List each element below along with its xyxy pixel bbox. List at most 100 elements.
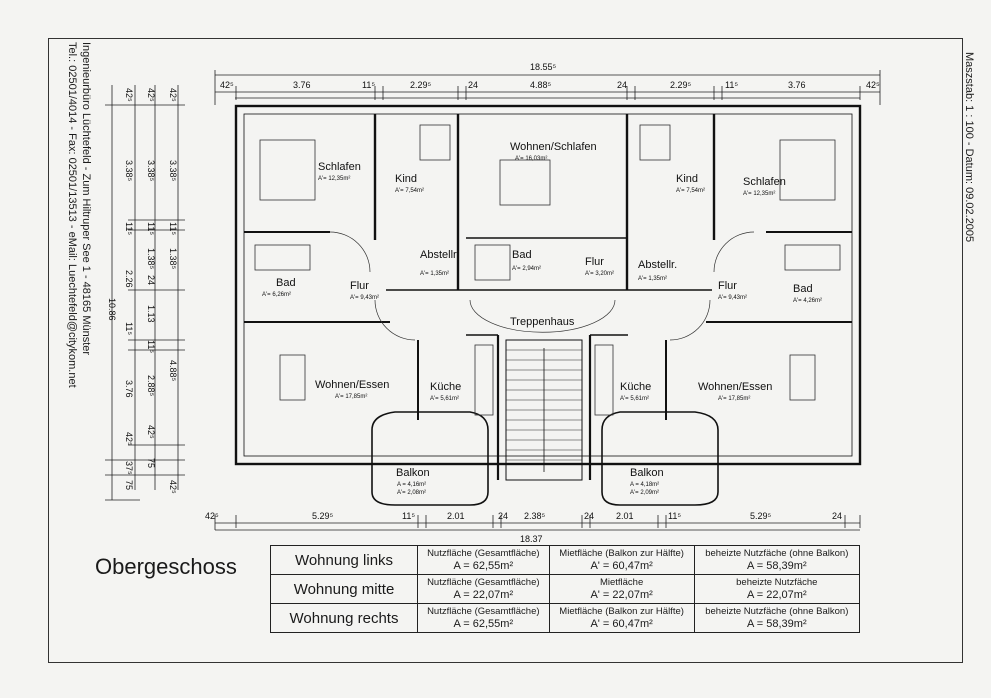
usable-area-cell: Nutzfläche (Gesamtfläche)A = 62,55m² bbox=[417, 603, 550, 633]
dim-left-a-3: 11⁵ bbox=[124, 222, 134, 235]
room-area: A'= 12,35m² bbox=[743, 191, 775, 197]
rental-area-cell: Mietfläche (Balkon zur Hälfte)A' = 60,47… bbox=[548, 603, 695, 633]
dim-left-c-6: 42⁵ bbox=[168, 480, 178, 494]
dim-left-b-6: 1.13 bbox=[146, 305, 156, 323]
cell-value: A = 22,07m² bbox=[453, 589, 514, 601]
dim-left-b-9: 42⁵ bbox=[146, 425, 156, 439]
dim-left-a-2: 3.38⁵ bbox=[124, 160, 134, 182]
room-area: A'= 6,26m² bbox=[262, 292, 291, 298]
dim-top-10: 3.76 bbox=[788, 80, 806, 90]
dim-left-c-2: 3.38⁵ bbox=[168, 160, 178, 182]
room-name: Kind bbox=[676, 173, 698, 185]
building-walls bbox=[234, 104, 862, 481]
row-label: Wohnung links bbox=[270, 545, 418, 575]
room-name: Treppenhaus bbox=[510, 316, 575, 328]
room-name: Flur bbox=[718, 280, 737, 292]
dim-top-4: 2.29⁵ bbox=[410, 80, 432, 90]
room-name: Bad bbox=[512, 249, 532, 261]
table-row: Wohnung rechts Nutzfläche (Gesamtfläche)… bbox=[270, 603, 861, 633]
dim-left-a-6: 3.76 bbox=[124, 380, 134, 398]
dim-bottom-4: 2.01 bbox=[447, 511, 465, 521]
room-name: Bad bbox=[276, 277, 296, 289]
room-name: Balkon bbox=[630, 467, 664, 479]
room-area: A'= 17,85m² bbox=[335, 394, 367, 400]
dim-top-3: 11⁵ bbox=[362, 80, 375, 90]
dim-top-2: 3.76 bbox=[293, 80, 311, 90]
dim-bottom-1: 42⁵ bbox=[205, 511, 219, 521]
dim-left-total: 10.86 bbox=[107, 298, 117, 321]
door-swings bbox=[329, 231, 755, 341]
heated-area-cell: beheizte Nutzfäche (ohne Balkon)A = 58,3… bbox=[693, 603, 861, 633]
dim-left-c-1: 42⁵ bbox=[168, 88, 178, 102]
room-name: Abstellr. bbox=[638, 259, 677, 271]
cell-label: Mietfläche (Balkon zur Hälfte) bbox=[559, 548, 684, 559]
dim-lines-left bbox=[105, 85, 185, 501]
dim-left-a-8: 37⁵ bbox=[124, 461, 134, 475]
dim-lines-bottom bbox=[214, 515, 861, 531]
dim-bottom-5: 24 bbox=[498, 511, 508, 521]
room-area: A'= 12,35m² bbox=[318, 176, 350, 182]
dim-lines-top bbox=[214, 70, 881, 105]
dim-left-b-4: 1.38⁵ bbox=[146, 248, 156, 270]
room-area: A'= 1,35m² bbox=[420, 271, 449, 277]
table-row: Wohnung links Nutzfläche (Gesamtfläche)A… bbox=[270, 545, 861, 575]
room-name: Kind bbox=[395, 173, 417, 185]
cell-label: Nutzfläche (Gesamtfläche) bbox=[427, 548, 540, 559]
room-area: A'= 17,85m² bbox=[718, 396, 750, 402]
cell-value: A' = 60,47m² bbox=[590, 618, 653, 630]
dim-left-a-1: 42⁵ bbox=[124, 88, 134, 102]
dim-left-a-4: 2.26 bbox=[124, 270, 134, 288]
room-area: A'= 2,08m² bbox=[397, 490, 426, 496]
room-name: Balkon bbox=[396, 467, 430, 479]
room-name: Schlafen bbox=[318, 161, 361, 173]
floor-title: Obergeschoss bbox=[95, 554, 237, 579]
room-area: A'= 9,43m² bbox=[350, 295, 379, 301]
room-labels: Schlafen A'= 12,35m² Kind A'= 7,54m² Woh… bbox=[262, 141, 822, 496]
room-area: A = 4,16m² bbox=[397, 482, 426, 488]
cell-label: Mietfläche (Balkon zur Hälfte) bbox=[559, 606, 684, 617]
room-area: A'= 16,03m² bbox=[515, 156, 547, 162]
room-name: Abstellr. bbox=[420, 249, 459, 261]
dim-bottom-11: 24 bbox=[832, 511, 842, 521]
usable-area-cell: Nutzfläche (Gesamtfläche)A = 22,07m² bbox=[417, 574, 550, 604]
area-summary-table: Wohnung links Nutzfläche (Gesamtfläche)A… bbox=[270, 545, 861, 633]
cell-value: A = 22,07m² bbox=[746, 589, 807, 601]
cell-label: beheizte Nutzfäche bbox=[736, 577, 818, 588]
dim-left-b-8: 2.88⁵ bbox=[146, 375, 156, 397]
dim-left-b-5: 24 bbox=[146, 275, 156, 285]
room-area: A'= 3,20m² bbox=[585, 271, 614, 277]
cell-value: A = 62,55m² bbox=[453, 560, 514, 572]
room-area: A'= 1,35m² bbox=[638, 276, 667, 282]
dim-top-1: 42⁵ bbox=[220, 80, 234, 90]
room-name: Wohnen/Essen bbox=[698, 381, 772, 393]
dim-top-8: 2.29⁵ bbox=[670, 80, 692, 90]
room-area: A = 4,18m² bbox=[630, 482, 659, 488]
dim-bottom-9: 11⁵ bbox=[668, 511, 681, 521]
room-name: Wohnen/Essen bbox=[315, 379, 389, 391]
dim-bottom-total: 18.37 bbox=[520, 534, 543, 544]
room-area: A'= 5,61m² bbox=[620, 396, 649, 402]
cell-value: A' = 22,07m² bbox=[590, 589, 653, 601]
dim-top-7: 24 bbox=[617, 80, 627, 90]
room-name: Flur bbox=[585, 256, 604, 268]
dim-bottom-6: 2.38⁵ bbox=[524, 511, 546, 521]
stair-treads bbox=[506, 349, 582, 461]
cell-value: A' = 60,47m² bbox=[590, 560, 653, 572]
furniture bbox=[254, 124, 841, 416]
cell-value: A = 62,55m² bbox=[453, 618, 514, 630]
dim-left-a-5: 11⁵ bbox=[124, 322, 134, 335]
dim-left-a-7: 42⁵ bbox=[124, 432, 134, 446]
room-name: Bad bbox=[793, 283, 813, 295]
cell-label: Mietfläche bbox=[599, 577, 644, 588]
room-area: A'= 7,54m² bbox=[395, 188, 424, 194]
usable-area-cell: Nutzfläche (Gesamtfläche)A = 62,55m² bbox=[417, 545, 550, 575]
dim-top-11: 42⁵ bbox=[866, 80, 880, 90]
dim-top-9: 11⁵ bbox=[725, 80, 738, 90]
room-area: A'= 9,43m² bbox=[718, 295, 747, 301]
cell-label: beheizte Nutzfäche (ohne Balkon) bbox=[705, 606, 849, 617]
row-label: Wohnung rechts bbox=[270, 603, 418, 633]
dim-left-c-4: 1.38⁵ bbox=[168, 248, 178, 270]
dim-left-b-10: 75 bbox=[146, 458, 156, 468]
room-area: A'= 2,94m² bbox=[512, 266, 541, 272]
